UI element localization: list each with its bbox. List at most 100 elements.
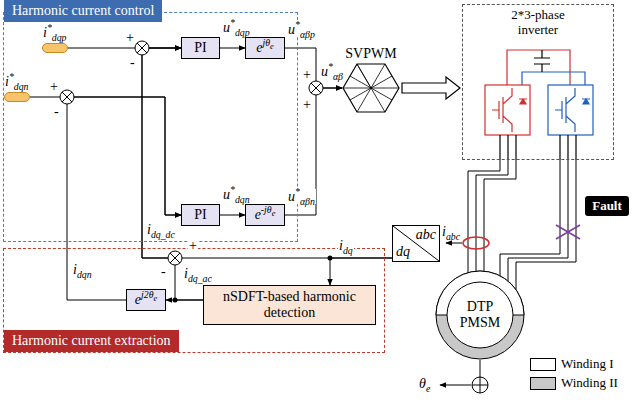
region-title: Harmonic current control	[4, 0, 162, 22]
subscript: αβn	[300, 196, 315, 207]
subscript: dq	[343, 245, 353, 256]
legend-row: Winding II	[530, 376, 618, 391]
box-label: nSDFT-based harmonic detection	[204, 289, 375, 321]
superscript: *	[295, 186, 300, 197]
signal-name: u*dqp	[222, 20, 251, 35]
rotation-factor: e-jθe	[255, 207, 276, 223]
signal-name: u*αβn	[287, 189, 316, 204]
reference-input: i*dqp	[42, 43, 68, 53]
superscript: *	[47, 22, 52, 33]
region-title: Harmonic current extraction	[4, 330, 179, 352]
motor-circle: DTP PMSM	[435, 270, 525, 360]
transform-box: abcdq	[392, 225, 440, 262]
winding-ring	[436, 271, 524, 359]
process-box: e-jθe	[245, 204, 285, 226]
sign-mark: +	[188, 238, 198, 253]
sign-mark: -	[160, 264, 167, 279]
encoder-symbol	[440, 360, 488, 393]
subscript: dqp	[52, 32, 67, 43]
signal-line	[285, 88, 342, 215]
signal-name: i*dqp	[43, 25, 67, 41]
sign-mark: +	[125, 30, 135, 45]
signal-line	[30, 97, 181, 215]
inverter-internals	[485, 50, 593, 160]
superscript: -jθe	[261, 204, 276, 215]
legend-swatch	[530, 377, 556, 390]
diagonal-line	[393, 226, 439, 261]
signal-name: u*αβp	[287, 22, 316, 37]
signal-line	[142, 48, 203, 300]
summing-junction	[60, 41, 323, 265]
superscript: *	[230, 17, 235, 28]
phase-wire	[508, 160, 568, 281]
signal-line	[67, 97, 181, 300]
signal-name: iabc	[441, 224, 461, 239]
subscript: e	[153, 294, 157, 303]
signal-name: idq_ac	[183, 266, 213, 281]
signal-name: θe	[418, 376, 431, 391]
block-label: SVPWM	[345, 46, 396, 62]
svpwm-block: SVPWM	[342, 63, 400, 113]
phase-wires	[468, 160, 576, 290]
hexagon-symbol	[342, 63, 400, 113]
signal-name: u*αβ	[320, 64, 344, 79]
rotation-factor: ej2θe	[135, 292, 157, 308]
inverter-frame: 2*3-phase inverter	[462, 4, 614, 160]
process-box: ej2θe	[126, 289, 166, 311]
frame-label: dq	[396, 244, 410, 260]
subscript: αβp	[300, 29, 315, 40]
box-label: PI	[194, 207, 206, 223]
signal-name: u*dqn	[222, 187, 251, 202]
fault-label: Fault	[592, 199, 622, 214]
superscript: j2θe	[141, 289, 157, 300]
signal-line	[220, 48, 245, 49]
legend-label: Winding II	[561, 376, 618, 391]
motor-label: DTP PMSM	[451, 299, 509, 331]
subscript: dq_ac	[188, 273, 212, 284]
process-box: PI	[181, 37, 220, 59]
vector-star	[343, 64, 399, 112]
hexagon-outline	[343, 64, 399, 112]
sign-mark: -	[53, 104, 60, 119]
fault-cross	[556, 225, 580, 239]
sign-mark: +	[49, 79, 59, 94]
block-arrow	[402, 77, 460, 99]
subscript: dq_dc	[151, 229, 175, 240]
reference-input: i*dqn	[4, 92, 30, 102]
sign-mark: +	[302, 97, 312, 112]
legend-swatch	[530, 358, 556, 371]
rotor-circle	[447, 282, 513, 348]
phase-wire	[516, 160, 576, 290]
signal-name: i*dqn	[5, 74, 29, 90]
superscript: *	[9, 71, 14, 82]
superscript: *	[230, 184, 235, 195]
process-box: nSDFT-based harmonic detection	[203, 285, 376, 325]
phase-wire	[484, 160, 516, 271]
signal-name: idq_dc	[146, 222, 176, 237]
sign-mark: -	[129, 55, 136, 70]
subscript: e	[272, 209, 276, 218]
fault-tag: Fault	[585, 196, 629, 217]
subscript: e	[426, 383, 430, 394]
superscript: *	[295, 19, 300, 30]
process-box: ejθe	[245, 37, 285, 59]
frame-label: abc	[416, 227, 436, 243]
phase-wire	[476, 160, 508, 271]
subscript: dqp	[235, 27, 250, 38]
subscript: dqn	[14, 81, 29, 92]
legend-label: Winding I	[561, 357, 614, 372]
box-label: PI	[194, 40, 206, 56]
signal-line	[220, 215, 245, 216]
process-box: PI	[181, 204, 220, 226]
legend-row: Winding I	[530, 357, 614, 372]
subscript: e	[270, 42, 274, 51]
subscript: dqn	[77, 269, 92, 280]
region-frame: Harmonic current extraction ej2θe nSDFT-ba…	[3, 248, 385, 353]
subscript: dqn	[235, 194, 250, 205]
inverter-label: 2*3-phase inverter	[496, 8, 580, 38]
region-frame: Harmonic current controli*dqpPIejθei*dqn…	[3, 12, 298, 242]
subscript: αβ	[333, 71, 343, 82]
rotation-factor: ejθe	[256, 40, 273, 56]
signal-line	[330, 258, 392, 285]
